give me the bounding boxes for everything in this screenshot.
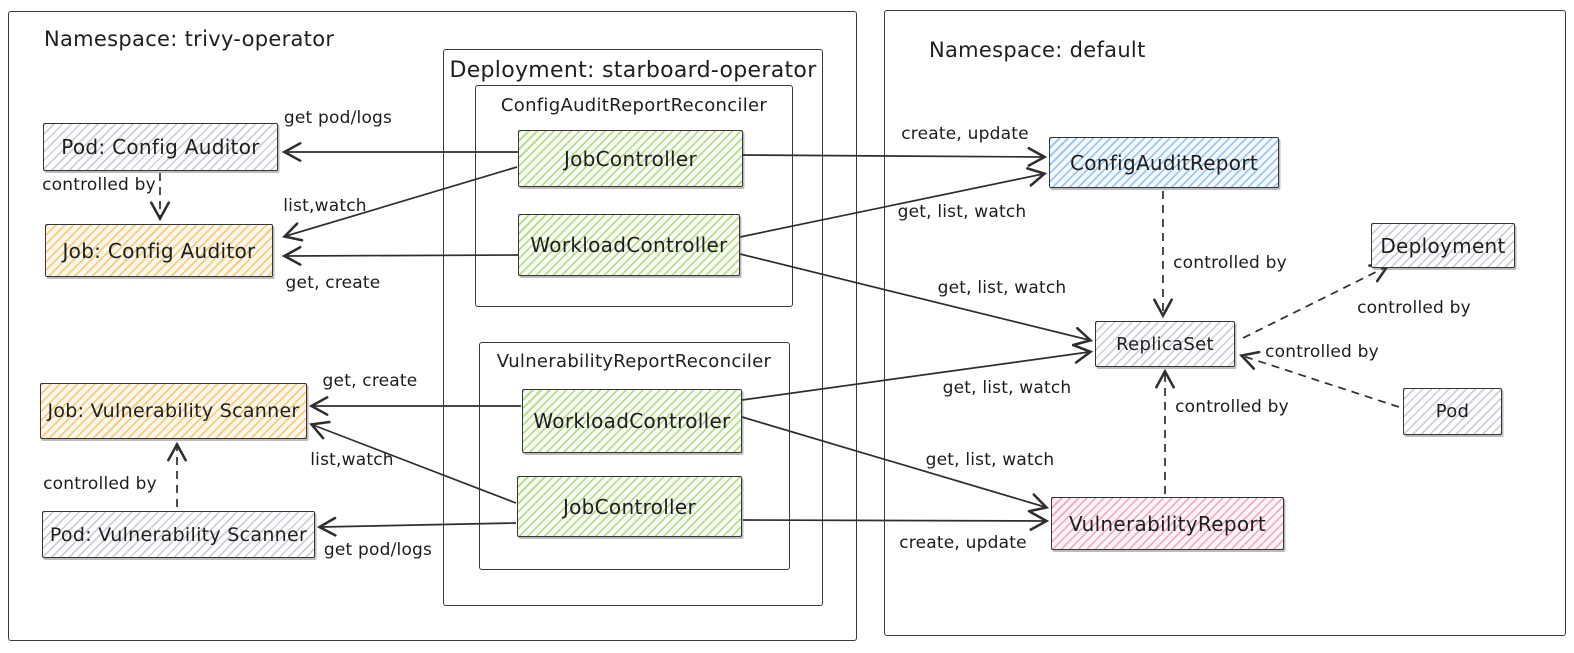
edge-label-workloadctrl-vuln-to-replicaset: get, list, watch: [942, 378, 1072, 398]
pod-vulnerability-scanner: Pod: Vulnerability Scanner: [42, 511, 315, 558]
deployment-starboard-operator-box: [443, 49, 823, 606]
namespace-trivy-operator-box: [8, 11, 857, 641]
edge-label-workloadctrl-config-to-job-auditor: get, create: [285, 273, 381, 293]
edge-jobctrl-config-to-job-auditor: [281, 166, 518, 242]
edge-label-workloadctrl-vuln-to-vulnreport: get, list, watch: [925, 450, 1055, 470]
edge-label-workloadctrl-config-to-configauditreport: get, list, watch: [897, 202, 1027, 222]
job-vulnerability-scanner: Job: Vulnerability Scanner: [40, 383, 307, 439]
edge-jobctrl-vuln-to-job-scanner: [309, 420, 517, 504]
edge-label-jobctrl-vuln-to-pod-scanner: get pod/logs: [323, 540, 433, 560]
edge-workloadctrl-vuln-to-replicaset: [741, 344, 1094, 401]
job-controller-config: JobController: [518, 130, 743, 187]
job-controller-vuln: JobController: [517, 476, 742, 537]
edge-jobctrl-config-to-configauditreport: [742, 146, 1048, 167]
edge-label-replicaset-controlledby-deployment: controlled by: [1357, 298, 1471, 318]
deployment-starboard-operator-title: Deployment: starboard-operator: [449, 58, 817, 83]
workload-controller-vuln: WorkloadController: [522, 389, 742, 453]
edge-label-jobctrl-vuln-to-vulnreport: create, update: [899, 533, 1027, 553]
workload-controller-config: WorkloadController: [518, 214, 740, 276]
vulnerability-report-reconciler-title: VulnerabilityReportReconciler: [496, 351, 772, 372]
namespace-trivy-operator-title: Namespace: trivy-operator: [44, 27, 335, 51]
edge-label-jobctrl-vuln-to-job-scanner: list,watch: [310, 450, 394, 470]
edge-label-vulnreport-controlledby-replicaset: controlled by: [1175, 397, 1289, 417]
edge-workloadctrl-vuln-to-vulnreport: [741, 416, 1050, 513]
edge-label-workloadctrl-vuln-to-job-scanner: get, create: [322, 371, 418, 391]
replica-set: ReplicaSet: [1095, 321, 1235, 367]
edge-label-pod-scanner-controlledby-job: controlled by: [43, 474, 157, 494]
pod-config-auditor: Pod: Config Auditor: [43, 123, 278, 171]
config-audit-report-reconciler-title: ConfigAuditReportReconciler: [500, 95, 768, 116]
edge-workloadctrl-config-to-configauditreport: [739, 167, 1048, 238]
edge-label-workloadctrl-config-to-replicaset: get, list, watch: [937, 278, 1067, 298]
edge-jobctrl-vuln-to-vulnreport: [742, 511, 1050, 531]
edge-label-pod-controlledby-replicaset: controlled by: [1265, 342, 1379, 362]
edge-label-jobctrl-config-to-job-auditor: list,watch: [283, 196, 367, 216]
vulnerability-report-reconciler-box: [479, 342, 790, 570]
namespace-default-title: Namespace: default: [929, 38, 1146, 62]
edge-workloadctrl-config-to-replicaset: [739, 253, 1094, 347]
edge-workloadctrl-config-to-job-auditor: [281, 245, 519, 266]
namespace-default-box: [884, 10, 1566, 636]
edge-label-pod-auditor-controlledby-job: controlled by: [42, 175, 156, 195]
job-config-auditor: Job: Config Auditor: [45, 224, 273, 277]
edge-label-jobctrl-config-to-configauditreport: create, update: [901, 124, 1029, 144]
vulnerability-report: VulnerabilityReport: [1051, 497, 1284, 550]
config-audit-report-reconciler-box: [475, 85, 793, 307]
edge-label-configauditreport-controlledby-replicaset: controlled by: [1173, 253, 1287, 273]
deployment: Deployment: [1371, 223, 1515, 268]
edge-replicaset-controlledby-deployment: [1242, 264, 1390, 339]
edge-label-jobctrl-config-to-pod-auditor: get pod/logs: [283, 108, 393, 128]
config-audit-report: ConfigAuditReport: [1049, 137, 1279, 188]
edge-jobctrl-vuln-to-pod-scanner: [316, 516, 517, 537]
pod: Pod: [1403, 388, 1502, 435]
